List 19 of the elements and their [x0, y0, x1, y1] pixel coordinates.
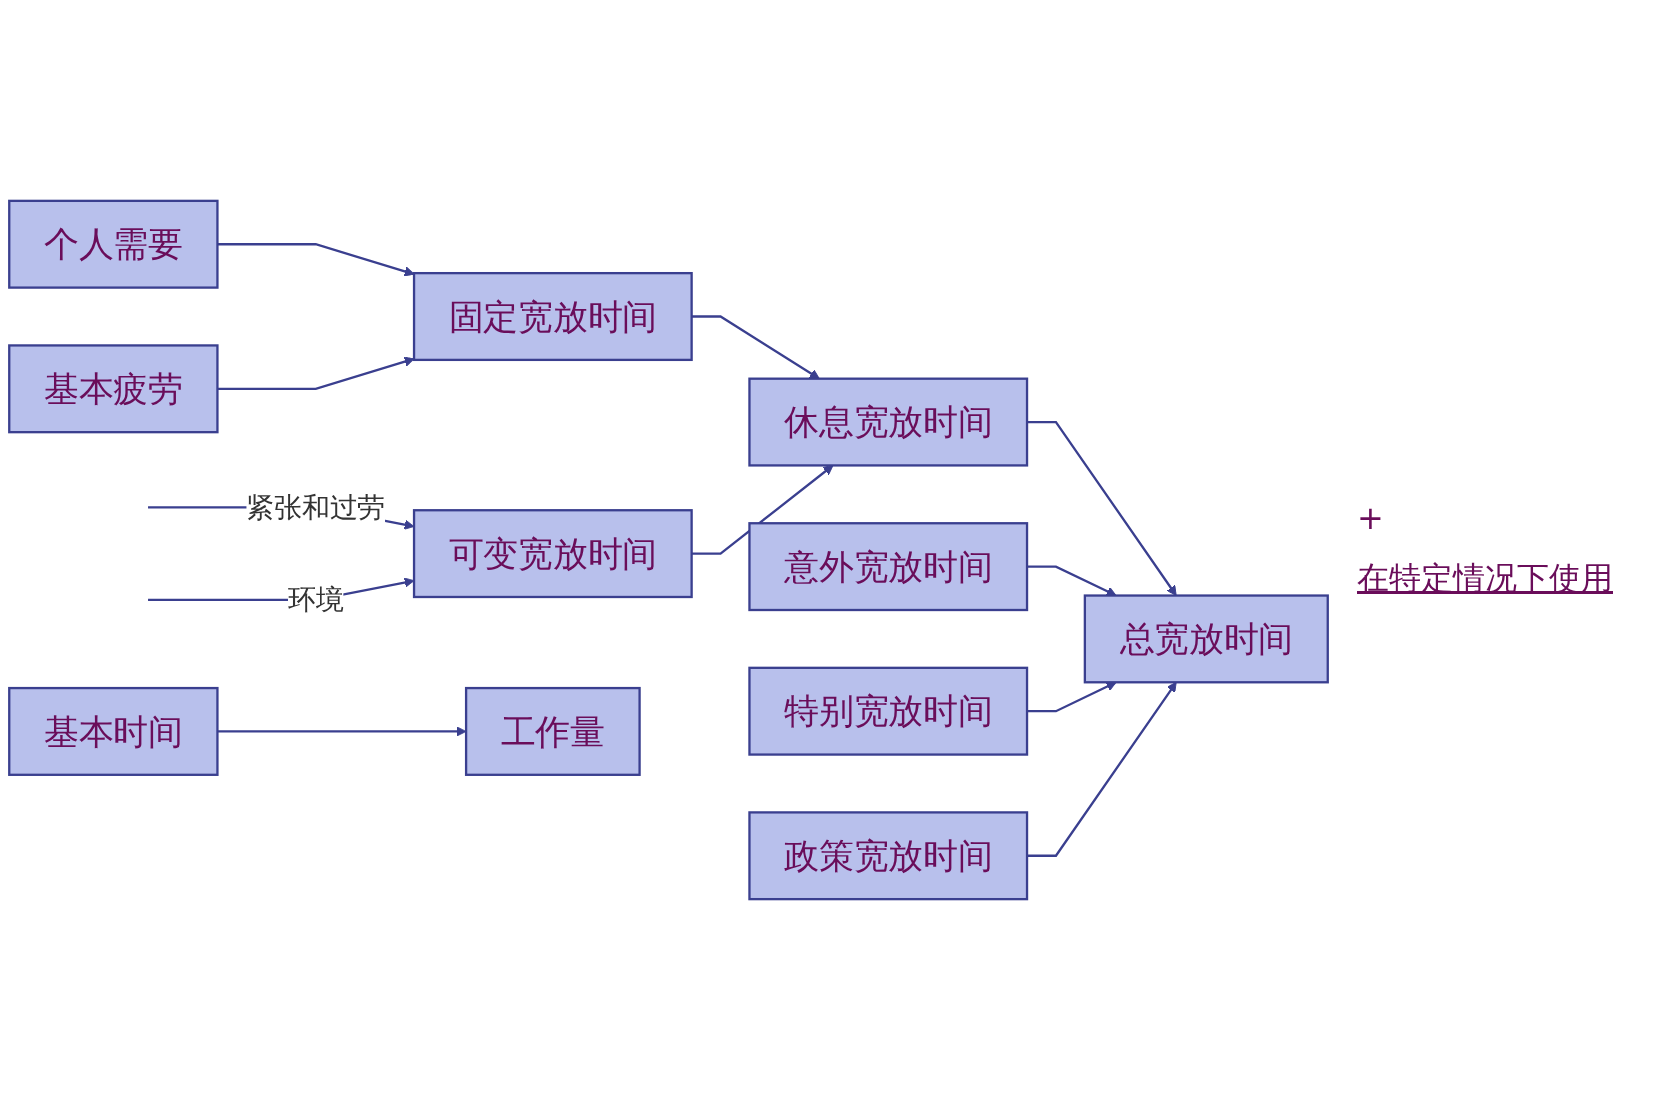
node-box: 基本疲劳: [8, 344, 219, 434]
edge-label: 紧张和过劳: [246, 491, 386, 524]
node-box: 固定宽放时间: [412, 272, 693, 362]
arrow: [217, 356, 415, 390]
node-box: 特别宽放时间: [748, 666, 1029, 756]
node-box: 可变宽放时间: [412, 509, 693, 599]
arrow: [217, 726, 467, 737]
arrow: [217, 243, 415, 277]
node-box: 基本时间: [8, 686, 219, 776]
node-box: 工作量: [464, 686, 641, 776]
node-box: 政策宽放时间: [748, 811, 1029, 901]
node-box: 意外宽放时间: [748, 522, 1029, 612]
node-box: 个人需要: [8, 199, 219, 289]
note-text: 在特定情况下使用: [1357, 558, 1614, 599]
plus-sign: +: [1357, 499, 1385, 537]
node-box: 总宽放时间: [1083, 594, 1329, 684]
edge-label: 环境: [287, 583, 344, 617]
arrow: [1027, 420, 1177, 596]
node-box: 休息宽放时间: [748, 377, 1029, 467]
